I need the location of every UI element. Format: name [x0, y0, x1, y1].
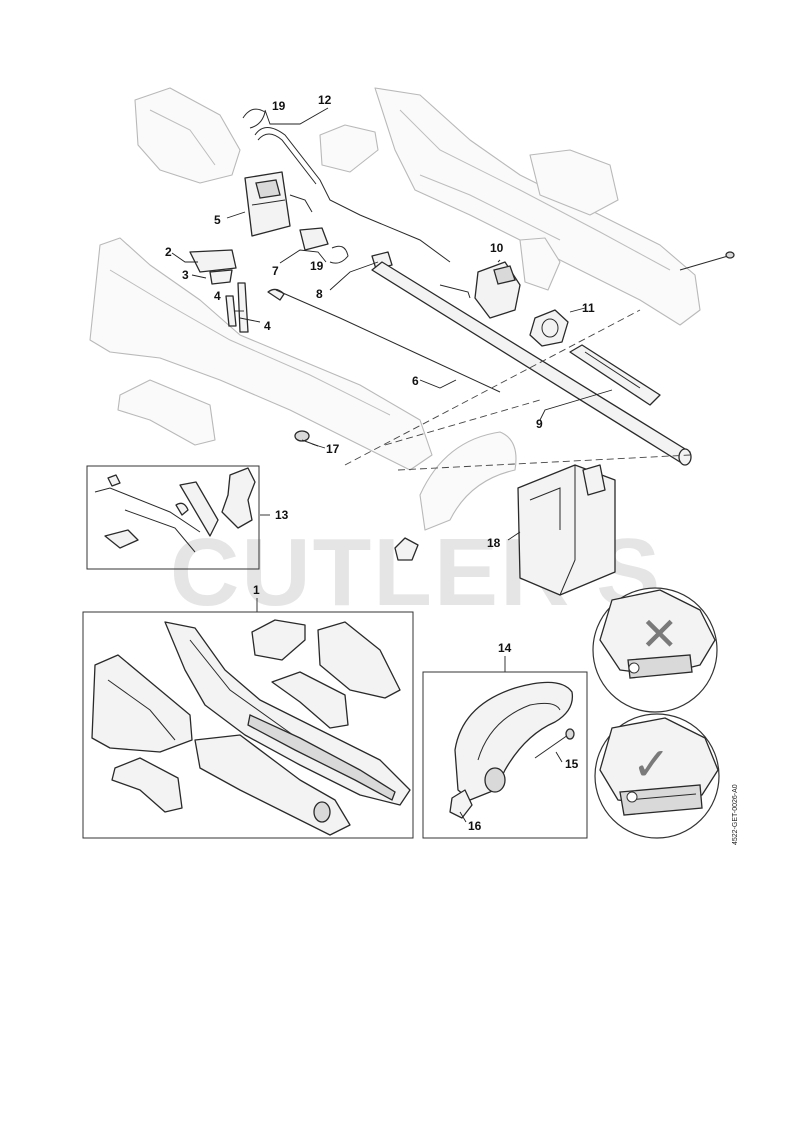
- screw-top-right: [679, 251, 735, 271]
- housing-right-long: [374, 87, 701, 326]
- callout-1: 1: [253, 583, 260, 597]
- correct-mark-icon: ✓: [632, 737, 671, 791]
- callout-15: 15: [565, 757, 579, 771]
- screw-17: [294, 430, 319, 447]
- loop-handle-14: [454, 681, 574, 801]
- callout-9: 9: [536, 417, 543, 431]
- callout-14: 14: [498, 641, 512, 655]
- grey-loop-handle: [419, 431, 517, 531]
- callout-19a: 19: [272, 99, 286, 113]
- grey-clamp: [519, 237, 561, 291]
- kit-box-14-frame: [422, 671, 588, 839]
- background-housing-top: [89, 87, 701, 531]
- switch-module-5: [244, 171, 313, 237]
- callout-6: 6: [412, 374, 419, 388]
- kit-box-1-frame: [82, 611, 414, 839]
- grey-grip-cover: [117, 379, 216, 446]
- callout-5: 5: [214, 213, 221, 227]
- assembly-axis-1: [344, 309, 641, 466]
- box1-long-housing: [164, 621, 411, 806]
- assembly-axis-2: [397, 454, 691, 471]
- nut-11: [529, 309, 569, 347]
- kit-box-13: 13: [86, 465, 289, 570]
- callout-11: 11: [582, 301, 595, 315]
- grey-insert-upper: [319, 124, 379, 173]
- grey-clip-right: [529, 149, 619, 216]
- callout-17: 17: [326, 442, 340, 456]
- callout-2: 2: [165, 245, 172, 259]
- kit-box-1: 1: [82, 583, 414, 839]
- throttle-trigger-7: [267, 288, 285, 301]
- leader-lines-top: [171, 107, 613, 541]
- kit-box-14: 14 15 16: [422, 641, 588, 839]
- connector-19-lower: [299, 227, 349, 264]
- inset-wrong-installation: ✕: [592, 587, 718, 713]
- callout-3: 3: [182, 268, 189, 282]
- inset-correct-installation: ✓: [594, 713, 720, 839]
- callout-4a: 4: [214, 289, 221, 303]
- cable-harness-12: [254, 127, 451, 263]
- wrong-mark-icon: ✕: [640, 607, 679, 661]
- assembly-axis-3: [384, 399, 541, 446]
- drive-tube: [371, 261, 692, 466]
- knob-top: [394, 537, 419, 561]
- grip-10: [439, 261, 521, 319]
- rod-6: [275, 289, 501, 393]
- lever-parts-2-3-4: [189, 249, 249, 333]
- callout-16: 16: [468, 819, 482, 833]
- housing-half-shell-upper: [134, 87, 241, 184]
- callout-18: 18: [487, 536, 501, 550]
- callouts-top: 19 12 5 2 3 4 4 7 19 8 10 11 6 9 17 18: [165, 93, 595, 550]
- callout-19b: 19: [310, 259, 324, 273]
- callout-7: 7: [272, 264, 279, 278]
- drawing-code: 4522-GET-0026-A0: [732, 784, 739, 845]
- callout-10: 10: [490, 241, 504, 255]
- callout-13: 13: [275, 508, 289, 522]
- clip-19-upper: [242, 108, 266, 129]
- callout-8: 8: [316, 287, 323, 301]
- callout-12: 12: [318, 93, 332, 107]
- guard-box-18: [517, 464, 616, 596]
- callout-4b: 4: [264, 319, 271, 333]
- kit-box-13-frame: [86, 465, 260, 570]
- sleeve-9: [569, 344, 661, 406]
